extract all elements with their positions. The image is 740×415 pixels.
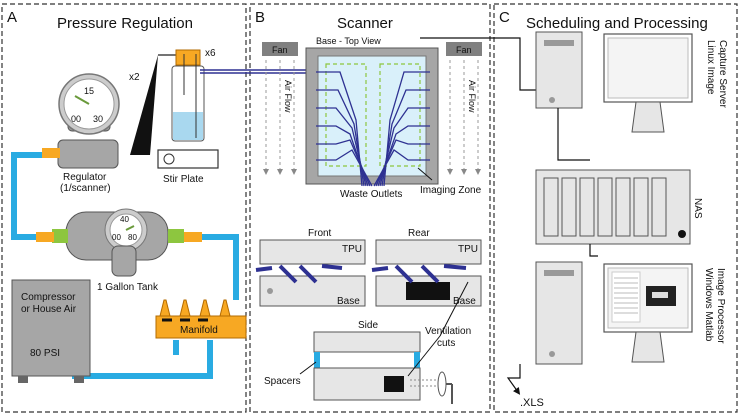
regulator-label: Regulator [63, 172, 107, 183]
air-flow-left-arrows [263, 60, 297, 175]
ventilation-label-line2: cuts [437, 338, 455, 349]
spacer-right [414, 352, 420, 368]
front-tubes [255, 264, 343, 284]
tank-label: 1 Gallon Tank [97, 282, 159, 293]
regulator-sub-label: (1/scanner) [60, 183, 111, 194]
scanner-glass [317, 55, 427, 177]
stir-plate [157, 149, 219, 169]
nas-drives [543, 177, 667, 237]
server-monitor-stand [631, 101, 665, 133]
rear-label: Rear [408, 228, 430, 239]
regulator-gauge-right: 30 [93, 114, 103, 124]
imaging-zone-right [379, 63, 421, 167]
processor-screen-content [611, 271, 676, 323]
spacer-left [314, 352, 320, 368]
sample-tubing [200, 69, 316, 74]
air-flow-right-label: Air Flow [467, 80, 477, 113]
manifold-label: Manifold [180, 325, 218, 336]
rear-tpu [375, 239, 482, 265]
waste-outlets-label: Waste Outlets [340, 189, 402, 200]
tank-gauge-left: 00 [112, 233, 121, 242]
regulator-gauge: 15 00 30 [58, 73, 120, 135]
air-flow-right-arrows [447, 60, 481, 175]
waste-tubes [316, 71, 430, 187]
rear-tubes [371, 264, 467, 284]
front-label: Front [308, 228, 332, 239]
panel-a-title: Pressure Regulation [57, 15, 193, 32]
regulator-fitting [42, 148, 60, 158]
side-base [313, 367, 421, 401]
panel-b: Fan Fan Air Flow Air Flow Base - Top Vie… [255, 36, 482, 404]
side-top [313, 331, 421, 353]
tank-gauge-right: 80 [128, 233, 137, 242]
scanner-to-server-link [420, 37, 536, 91]
nas-label: NAS [692, 198, 703, 219]
base-top-view-label: Base - Top View [316, 36, 381, 46]
regulator-gauge-top: 15 [84, 86, 94, 96]
imaging-zone-left [325, 63, 367, 167]
panel-c-letter: C [499, 9, 510, 26]
fan-right-label: Fan [456, 45, 472, 55]
front-base-label: Base [337, 296, 360, 307]
panel-b-title: Scanner [337, 15, 393, 32]
rear-vent-cut [406, 282, 450, 300]
front-tpu [259, 239, 366, 265]
side-fan [437, 371, 447, 397]
vial-multiplier: x6 [205, 48, 216, 59]
side-air-arrows [410, 379, 436, 387]
vial [171, 49, 205, 142]
side-vent-cut [384, 376, 404, 392]
rear-tpu-label: TPU [458, 244, 478, 255]
panel-a-letter: A [7, 9, 17, 26]
fan-left-label: Fan [272, 45, 288, 55]
panel-frames [1, 3, 738, 413]
panel-b-letter: B [255, 9, 265, 26]
processor-label-line1: Windows Matlab [703, 268, 714, 342]
processor-tower [535, 261, 583, 365]
side-label: Side [358, 320, 378, 331]
panel-a: 15 00 30 x2 Regulator (1/scanner) x6 Sti… [11, 48, 247, 383]
rear-base-label: Base [453, 296, 476, 307]
nas [535, 169, 691, 245]
fan-right [446, 42, 482, 56]
tank-gauge-top: 40 [120, 215, 129, 224]
server-label-line1: Linux Image [705, 40, 716, 95]
ventilation-label-line1: Ventilation [425, 326, 471, 337]
psi-label: 80 PSI [30, 348, 60, 359]
fan-left [262, 42, 298, 56]
panel-c-title: Scheduling and Processing [526, 15, 708, 32]
manifold [155, 299, 247, 339]
server-label-line2: Capture Server [717, 40, 728, 108]
regulator-body [57, 139, 119, 169]
xls-label: .XLS [520, 397, 544, 409]
processor-monitor-stand [631, 331, 665, 363]
front-tpu-label: TPU [342, 244, 362, 255]
xls-arrow [506, 364, 521, 395]
regulator-guide [130, 55, 158, 155]
regulator-multiplier: x2 [129, 72, 140, 83]
stir-plate-label: Stir Plate [163, 174, 204, 185]
regulator-gauge-left: 00 [71, 114, 81, 124]
spacers-label: Spacers [264, 376, 301, 387]
panel-c: Linux Image Capture Server NAS [506, 31, 728, 409]
air-flow-left-label: Air Flow [283, 80, 293, 113]
imaging-zone-label: Imaging Zone [420, 185, 482, 196]
processor-label-line2: Image Processor [715, 268, 726, 344]
compressor-label-line2: or House Air [21, 304, 77, 315]
compressor [11, 279, 91, 377]
tank: 40 00 80 [36, 208, 202, 277]
compressor-label-line1: Compressor [21, 292, 76, 303]
